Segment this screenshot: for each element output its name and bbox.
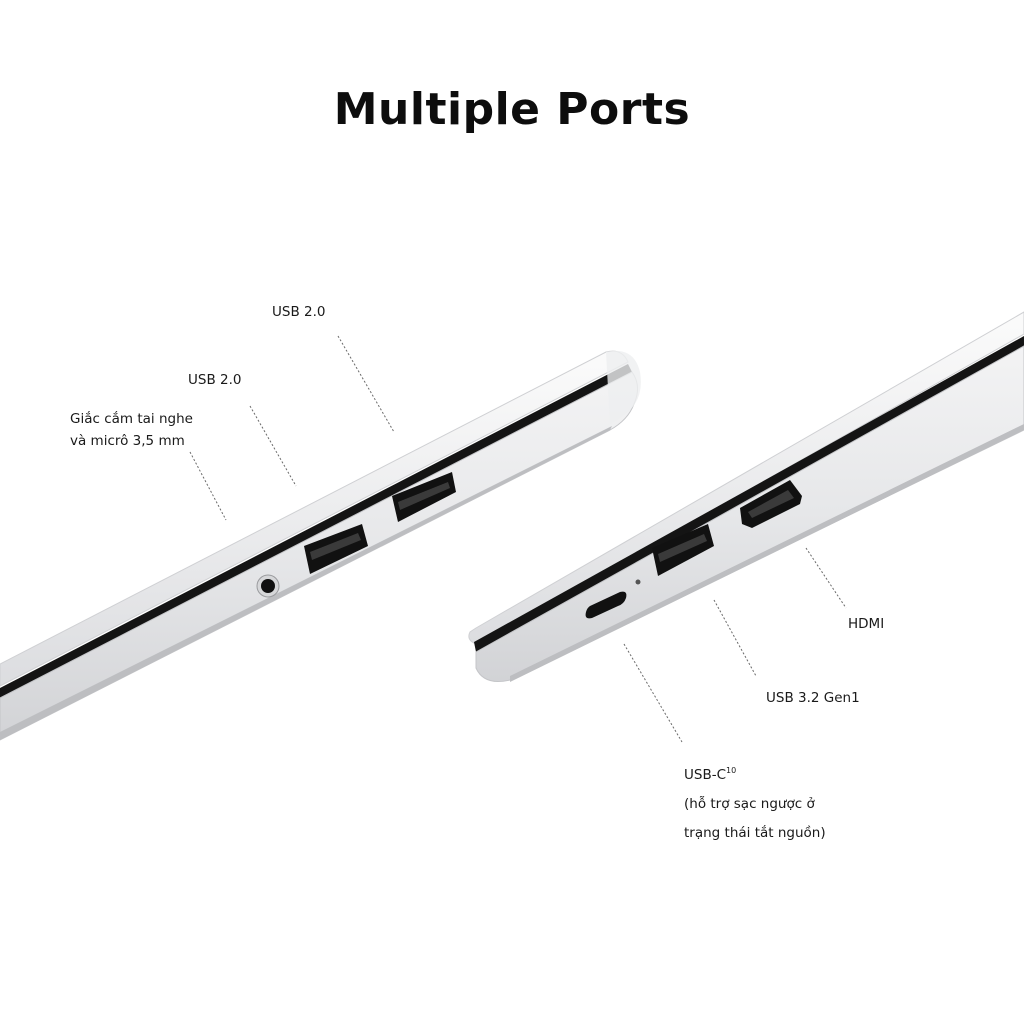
audio-jack-icon — [256, 574, 280, 598]
label-usb-2-0-mid: USB 2.0 — [188, 372, 242, 388]
hdmi-port-icon — [740, 480, 802, 528]
leader-line — [623, 643, 683, 743]
label-audio-jack: Giắc cắm tai nghe và micrô 3,5 mm — [70, 408, 193, 452]
leader-line — [189, 451, 227, 521]
label-audio-line2: và micrô 3,5 mm — [70, 433, 185, 449]
usb-c-port-icon — [585, 591, 627, 619]
leader-line — [805, 547, 847, 609]
usb-a-port-icon — [652, 524, 714, 576]
label-usb-2-0-top: USB 2.0 — [272, 304, 326, 320]
usb-a-port-icon — [304, 524, 368, 574]
label-usbc-line3: trạng thái tắt nguồn) — [684, 825, 826, 841]
leader-line — [249, 405, 297, 487]
leader-line — [713, 599, 757, 677]
label-audio-line1: Giắc cắm tai nghe — [70, 411, 193, 427]
left-laptop-side — [0, 335, 641, 741]
label-usb-c: USB-C10 (hỗ trợ sạc ngược ở trạng thái t… — [684, 756, 826, 848]
right-laptop-side — [468, 311, 1024, 743]
label-usbc-line2: (hỗ trợ sạc ngược ở — [684, 796, 815, 812]
label-usbc-line1: USB-C — [684, 767, 727, 783]
label-usbc-footnote: 10 — [726, 766, 737, 775]
label-usb-3-2-gen1: USB 3.2 Gen1 — [766, 690, 860, 706]
led-indicator-icon — [635, 579, 641, 585]
usb-a-port-icon — [392, 472, 456, 522]
page-title: Multiple Ports — [333, 84, 691, 135]
leader-line — [337, 335, 395, 433]
label-hdmi: HDMI — [848, 616, 885, 632]
